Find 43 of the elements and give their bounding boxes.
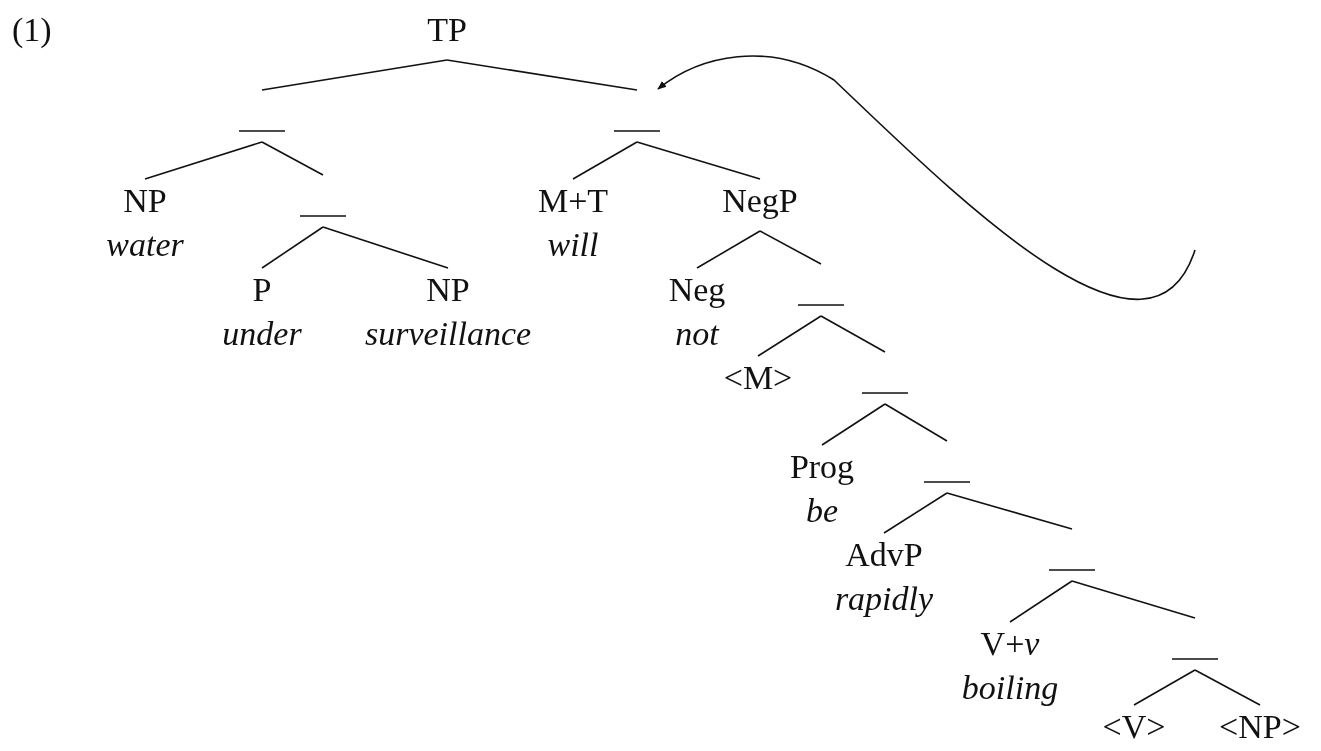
example-number: (1) bbox=[12, 10, 52, 50]
word-label: boiling bbox=[961, 668, 1059, 708]
category-label: <M> bbox=[723, 358, 793, 398]
word-label: will bbox=[547, 225, 599, 265]
branch-line bbox=[1194, 669, 1261, 706]
category-label: P bbox=[252, 270, 272, 310]
branch-line bbox=[946, 492, 1073, 530]
branch-line bbox=[820, 315, 886, 353]
branch-line bbox=[1009, 580, 1073, 623]
word-label: rapidly bbox=[834, 579, 934, 619]
branch-line bbox=[261, 59, 448, 91]
branch-line bbox=[821, 403, 886, 446]
category-label: M+T bbox=[537, 181, 609, 221]
word-label: be bbox=[805, 491, 839, 531]
branch-line bbox=[144, 141, 263, 180]
word-label: under bbox=[222, 314, 302, 354]
word-label: not bbox=[675, 314, 719, 354]
category-label: NegP bbox=[722, 181, 798, 221]
category-label: Neg bbox=[668, 270, 726, 310]
category-label: <V> bbox=[1102, 707, 1166, 747]
category-label: AdvP bbox=[845, 535, 923, 575]
branch-line bbox=[1071, 580, 1196, 619]
category-label: TP bbox=[427, 10, 467, 50]
branch-line bbox=[696, 230, 761, 269]
branch-line bbox=[1133, 669, 1196, 706]
branch-line bbox=[261, 226, 324, 269]
branch-line bbox=[446, 59, 638, 91]
branch-line bbox=[883, 492, 948, 534]
category-label: Prog bbox=[789, 447, 855, 487]
branch-line bbox=[757, 315, 822, 357]
word-label: water bbox=[106, 225, 184, 265]
branch-line bbox=[322, 226, 449, 269]
branch-line bbox=[636, 141, 761, 180]
branch-line bbox=[261, 141, 324, 176]
category-label: V+v bbox=[980, 624, 1040, 664]
category-label: NP bbox=[426, 270, 470, 310]
category-label: NP bbox=[123, 181, 167, 221]
curved-arrow bbox=[657, 55, 1196, 301]
category-label: <NP> bbox=[1219, 707, 1301, 747]
word-label: surveillance bbox=[364, 314, 532, 354]
branch-line bbox=[884, 403, 948, 442]
branch-line bbox=[759, 230, 822, 265]
branch-line bbox=[572, 141, 638, 180]
